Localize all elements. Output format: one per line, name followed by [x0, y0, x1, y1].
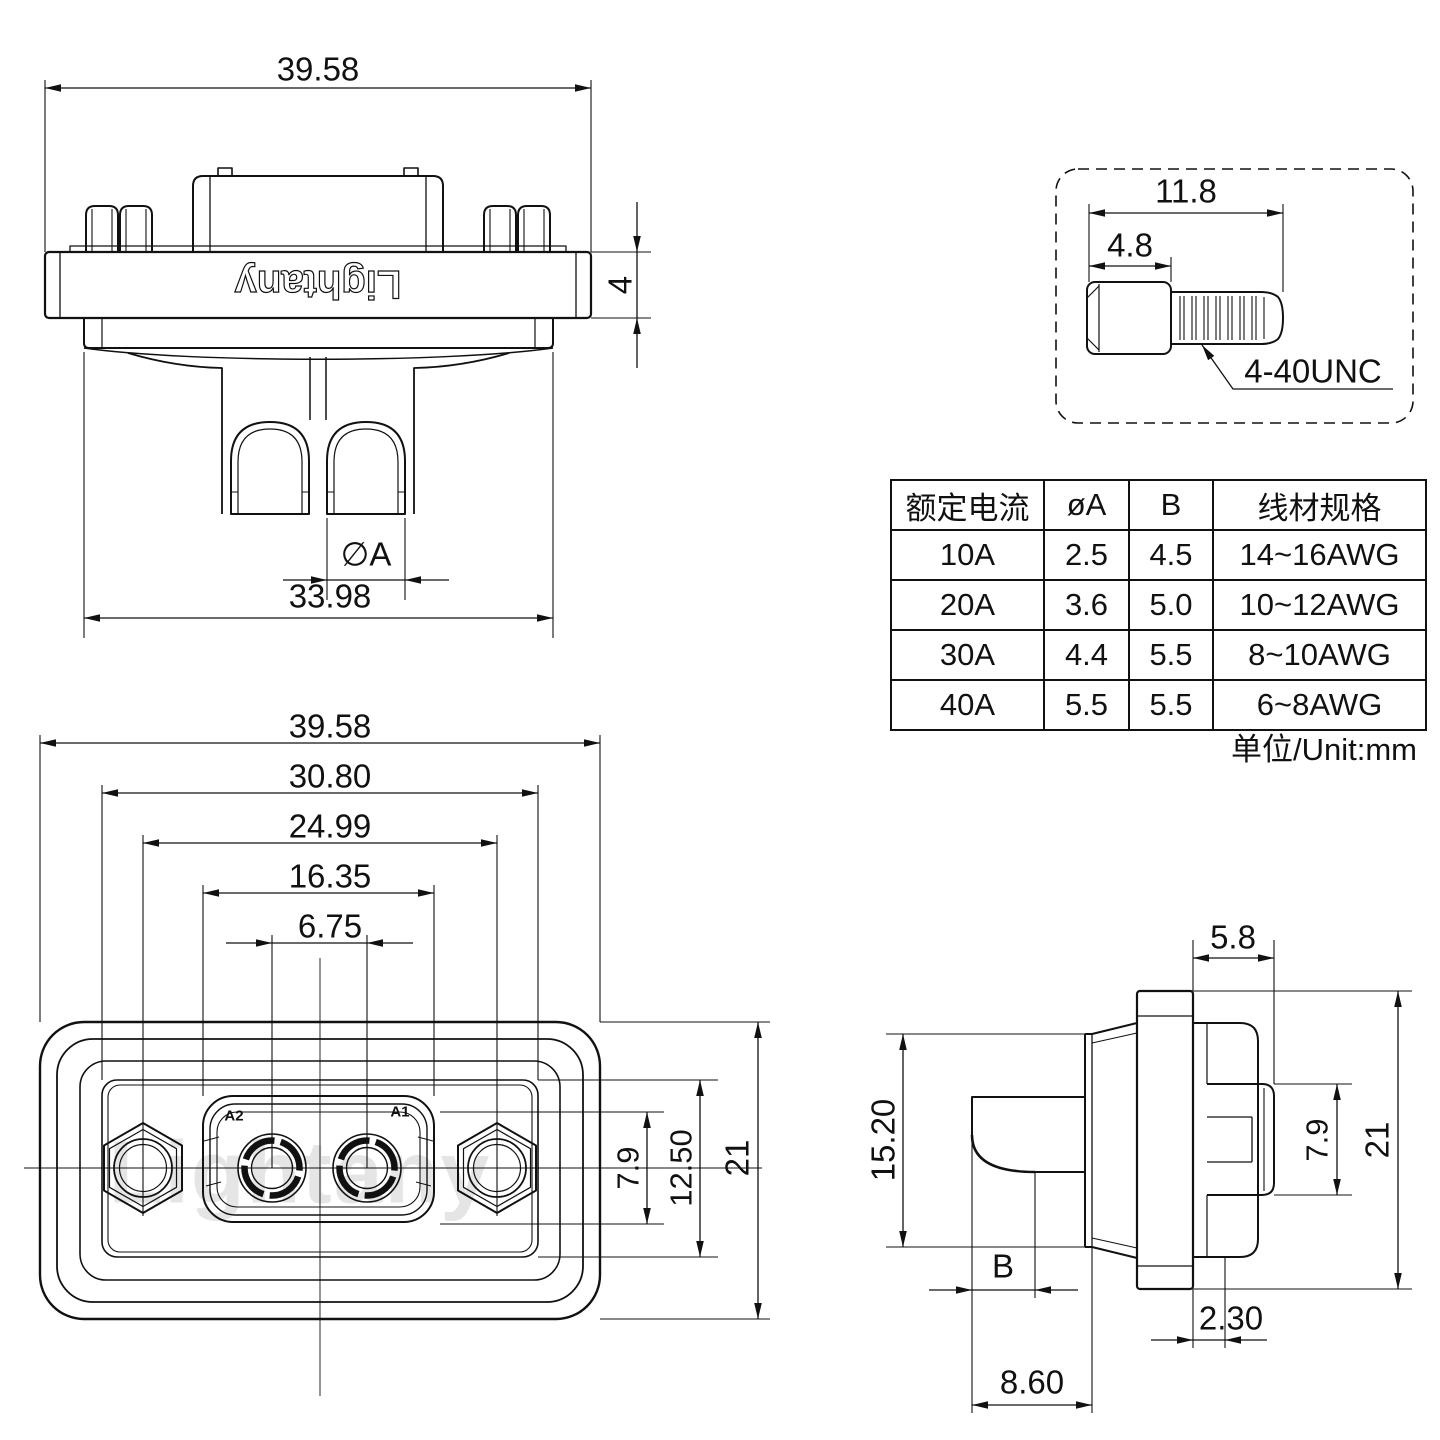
- table-cell: 14~16AWG: [1212, 529, 1427, 581]
- thread-spec-label: 4-40UNC: [1244, 353, 1382, 390]
- dim-side-face-height: 15.20: [865, 1099, 902, 1182]
- contact-label-a2: A2: [224, 1108, 243, 1125]
- table-cell: 8~10AWG: [1212, 629, 1427, 681]
- table-cell: 4.5: [1128, 529, 1214, 581]
- table-cell: 40A: [890, 679, 1045, 731]
- table-cell: 3.6: [1043, 579, 1130, 631]
- dim-front-panel-height: 12.50: [664, 1129, 699, 1207]
- brand-logo-engraving: Lightany: [234, 262, 401, 306]
- dim-front-insert-width: 16.35: [289, 858, 372, 895]
- table-row: 30A 4.4 5.5 8~10AWG: [890, 629, 1427, 681]
- dim-side-solder-cup: B: [992, 1248, 1014, 1285]
- table-cell: 6~8AWG: [1212, 679, 1427, 731]
- unit-note: 单位/Unit:mm: [1231, 732, 1417, 767]
- dim-screw-total-length: 11.8: [1155, 173, 1217, 210]
- dim-front-panel-width: 30.80: [289, 758, 372, 795]
- dim-rear-body-width: 33.98: [289, 578, 372, 615]
- contact-label-a1: A1: [390, 1104, 409, 1121]
- table-header-cell: øA: [1043, 479, 1130, 531]
- table-cell: 5.5: [1128, 679, 1214, 731]
- dim-front-insert-height: 7.9: [611, 1146, 646, 1189]
- screw-detail-drawing: [1055, 168, 1414, 424]
- table-cell: 30A: [890, 629, 1045, 681]
- table-row: 10A 2.5 4.5 14~16AWG: [890, 529, 1427, 581]
- table-header-cell: B: [1128, 479, 1214, 531]
- table-cell: 4.4: [1043, 629, 1130, 681]
- table-cell: 5.5: [1043, 679, 1130, 731]
- table-cell: 10~12AWG: [1212, 579, 1427, 631]
- table-cell: 20A: [890, 579, 1045, 631]
- dim-side-flange-offset: 2.30: [1199, 1300, 1263, 1337]
- dim-side-boss-height: 7.9: [1300, 1118, 1335, 1161]
- dim-front-shell-height: 21: [719, 1140, 756, 1177]
- dim-front-screw-pitch: 24.99: [289, 808, 372, 845]
- side-view-drawing: [886, 940, 1412, 1413]
- spec-table-header-row: 额定电流 øA B 线材规格: [890, 479, 1427, 531]
- dim-rear-flange-width: 39.58: [277, 51, 360, 88]
- dim-side-rear-protrusion: 5.8: [1210, 919, 1256, 956]
- dim-screw-head-length: 4.8: [1107, 227, 1153, 264]
- front-view-drawing: [24, 735, 770, 1396]
- table-row: 20A 3.6 5.0 10~12AWG: [890, 579, 1427, 631]
- dim-front-contact-pitch: 6.75: [298, 908, 362, 945]
- rear-view-drawing: [43, 80, 651, 638]
- table-header-cell: 线材规格: [1212, 479, 1427, 531]
- table-cell: 2.5: [1043, 529, 1130, 581]
- dim-rear-flange-thickness: 4: [602, 276, 639, 294]
- table-cell: 5.5: [1128, 629, 1214, 681]
- table-header-cell: 额定电流: [890, 479, 1045, 531]
- spec-table: 额定电流 øA B 线材规格 10A 2.5 4.5 14~16AWG 20A …: [890, 479, 1427, 731]
- dim-front-shell-width: 39.58: [289, 708, 372, 745]
- dim-rear-pin-diameter: ∅A: [341, 536, 392, 573]
- dim-side-overall-height: 21: [1359, 1122, 1396, 1159]
- dim-side-body-depth: 8.60: [1000, 1364, 1064, 1401]
- table-cell: 10A: [890, 529, 1045, 581]
- table-cell: 5.0: [1128, 579, 1214, 631]
- table-row: 40A 5.5 5.5 6~8AWG: [890, 679, 1427, 731]
